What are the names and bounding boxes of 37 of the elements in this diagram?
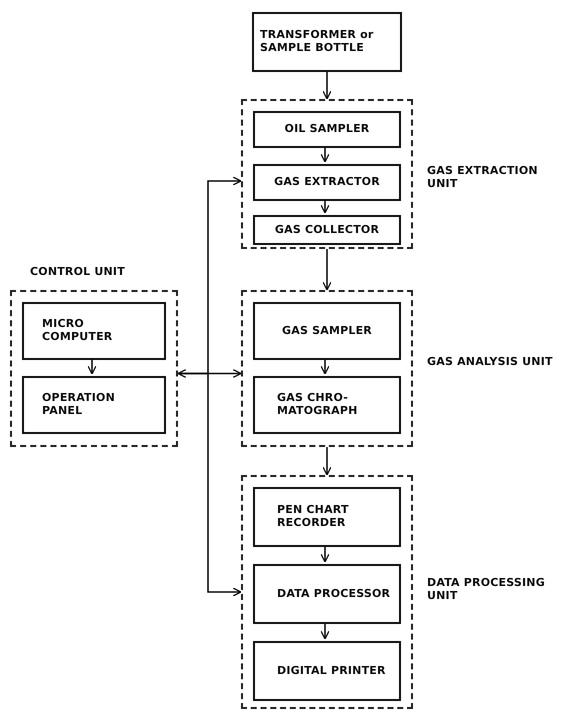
box-label: OIL SAMPLER <box>284 123 370 136</box>
process-box <box>22 302 166 360</box>
process-box <box>252 12 402 72</box>
box-label: GAS CHRO- MATOGRAPH <box>277 392 359 418</box>
box-label: DIGITAL PRINTER <box>277 664 386 678</box>
process-box <box>253 376 401 434</box>
process-box <box>22 376 166 434</box>
process-box <box>253 215 401 245</box>
box-label: GAS COLLECTOR <box>274 224 380 236</box>
arrow <box>322 447 332 476</box>
unit-heading: GAS ANALYSIS UNIT <box>427 356 554 369</box>
process-box <box>253 302 401 360</box>
arrow <box>320 358 330 375</box>
arrow <box>320 545 330 563</box>
box-label: OPERATION PANEL <box>42 392 116 418</box>
box-label: TRANSFORMER or SAMPLE BOTTLE <box>260 29 374 55</box>
process-box <box>253 164 401 201</box>
box-label: DATA PROCESSOR <box>277 588 390 600</box>
process-box <box>253 641 401 701</box>
box-label: GAS SAMPLER <box>282 324 372 338</box>
arrow <box>320 199 330 214</box>
process-box <box>253 564 401 624</box>
arrow <box>87 358 97 375</box>
box-label: PEN CHART RECORDER <box>277 504 350 530</box>
arrow <box>178 372 242 597</box>
arrow <box>322 72 332 100</box>
box-label: MICRO COMPUTER <box>42 318 114 344</box>
process-box <box>253 487 401 547</box>
arrow <box>320 146 330 163</box>
unit-heading: CONTROL UNIT <box>30 266 126 279</box>
unit-heading: DATA PROCESSING UNIT <box>427 577 546 602</box>
process-box <box>253 111 401 148</box>
unit-heading: GAS EXTRACTION UNIT <box>427 165 539 190</box>
arrow <box>322 249 332 291</box>
arrow <box>320 622 330 640</box>
arrow <box>177 368 242 378</box>
box-label: GAS EXTRACTOR <box>274 176 380 189</box>
